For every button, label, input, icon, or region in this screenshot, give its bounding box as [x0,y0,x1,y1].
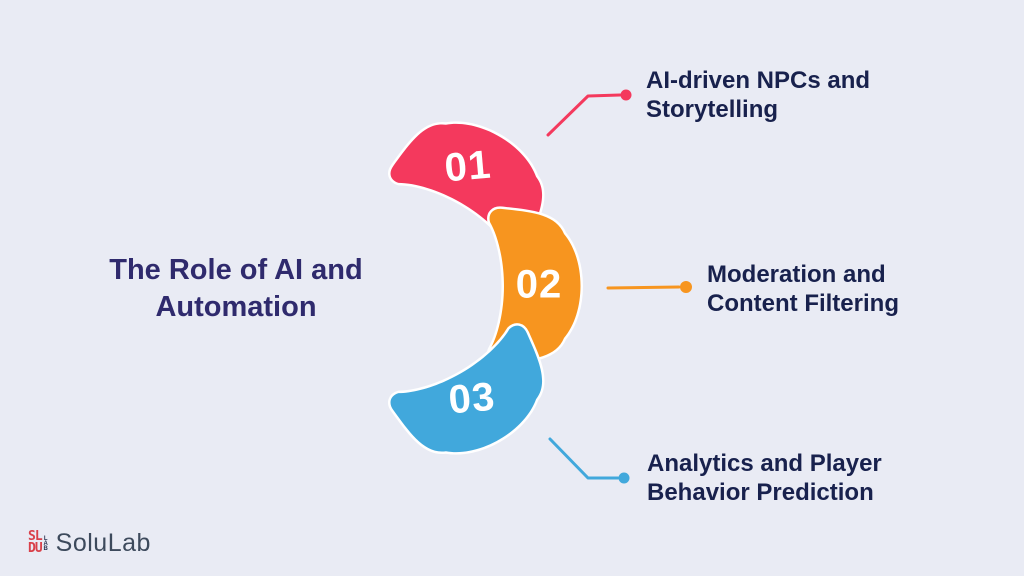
connector-line-01 [546,93,622,137]
page-title: The Role of AI and Automation [76,252,396,326]
connector-dot-01 [620,89,632,101]
label-item-03-line1: Analytics and Player [647,450,882,477]
segment-01-number: 01 [442,142,494,191]
page-title-line2: Automation [155,291,317,323]
connector-line-02 [606,285,681,290]
page-title-line1: The Role of AI and [109,254,363,286]
label-item-03: Analytics and Player Behavior Prediction [647,449,882,507]
segment-02-number: 02 [515,262,563,307]
segment-03-petal [388,323,545,455]
label-item-01-line2: Storytelling [646,96,779,123]
label-item-02-line2: Content Filtering [707,290,899,317]
label-item-03-line2: Behavior Prediction [647,479,874,506]
connector-dot-03 [618,472,630,484]
label-item-01-line1: AI-driven NPCs and [646,67,871,94]
connector-dot-02 [680,281,692,293]
label-item-01: AI-driven NPCs and Storytelling [646,66,870,124]
solulab-logo-mark-bottom: DU [28,541,43,556]
label-item-02: Moderation and Content Filtering [707,260,899,318]
connector-line-03 [548,437,620,480]
label-item-02-line1: Moderation and [707,261,886,288]
brand-name: SoluLab [55,528,151,557]
solulab-logo-mark: SL DU [28,529,43,556]
solulab-logo-mark-side: LAB [42,535,49,551]
brand-footer: SL DU LAB SoluLab [28,527,151,559]
solulab-logo-mark-top: SL [28,529,43,544]
segment-03-number: 03 [446,374,498,423]
solulab-logo-icon: SL DU LAB [28,527,49,559]
